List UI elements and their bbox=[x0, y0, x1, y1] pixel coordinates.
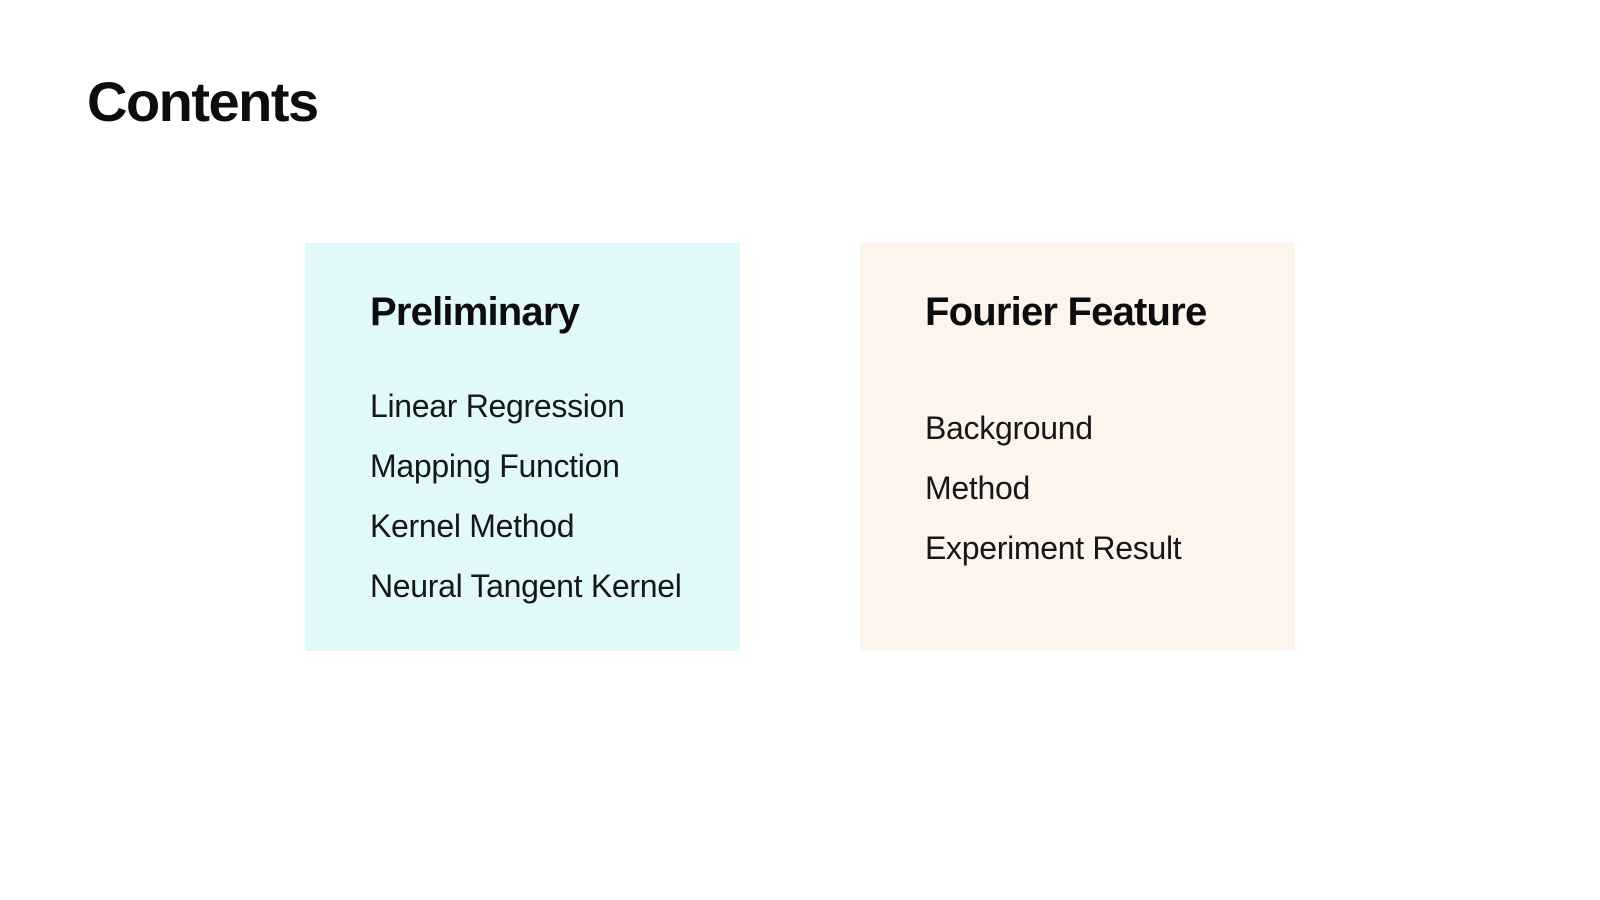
section-card-fourier-feature: Fourier Feature Background Method Experi… bbox=[860, 243, 1295, 651]
section-card-preliminary: Preliminary Linear Regression Mapping Fu… bbox=[305, 243, 740, 651]
list-item: Mapping Function bbox=[370, 448, 620, 484]
section-item-list-preliminary: Linear Regression Mapping Function Kerne… bbox=[370, 376, 682, 616]
section-heading-fourier-feature: Fourier Feature bbox=[925, 290, 1207, 334]
list-item: Neural Tangent Kernel bbox=[370, 568, 682, 604]
list-item: Kernel Method bbox=[370, 508, 575, 544]
section-heading-preliminary: Preliminary bbox=[370, 290, 580, 334]
list-item: Method bbox=[925, 470, 1030, 506]
section-item-list-fourier-feature: Background Method Experiment Result bbox=[925, 398, 1182, 578]
list-item: Experiment Result bbox=[925, 530, 1182, 566]
page-title: Contents bbox=[87, 70, 319, 133]
list-item: Linear Regression bbox=[370, 388, 625, 424]
list-item: Background bbox=[925, 410, 1093, 446]
